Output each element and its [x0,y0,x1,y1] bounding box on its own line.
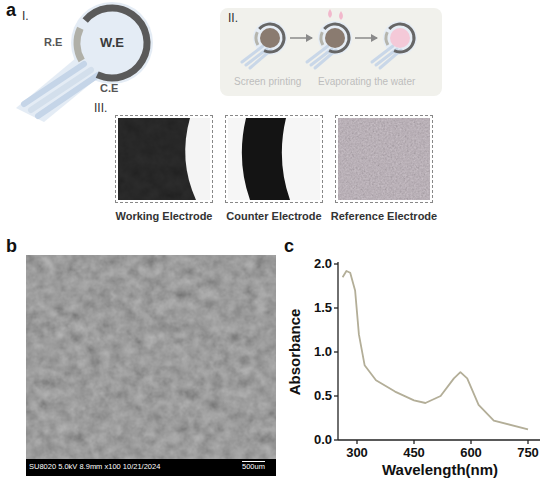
axis-title: Absorbance [286,309,303,396]
electrode-label: C.E [100,82,118,95]
absorbance-chart [334,262,540,444]
tick-label: 2.0 [314,257,332,272]
node-text: II. [228,12,238,26]
electrode-illustration [16,2,153,122]
node-text: Working Electrode [116,210,213,223]
micrographs [118,118,430,200]
node-text: Counter Electrode [226,210,321,223]
node-text: W.E [100,36,124,51]
panel-letter: a [6,0,16,21]
tick-label: 450 [403,446,425,461]
node-text: SU8020 5.0kV 8.9mm x100 10/21/2024 [29,463,160,472]
electrode-label: R.E [44,36,62,49]
node-text: Evaporating the water [318,76,415,88]
panel-letter: b [6,236,17,257]
tick-label: 0.5 [314,389,332,404]
tick-label: 600 [460,446,482,461]
node-text: 500um [242,461,265,472]
tick-label: 300 [346,446,368,461]
panel-letter: c [284,236,294,257]
node-text: Screen printing [234,76,301,88]
tick-label: 1.0 [314,345,332,360]
tick-label: 750 [517,446,539,461]
sem-image [26,255,276,459]
sub-panel-number: III. [94,102,107,116]
tick-label: 0.0 [314,433,332,448]
node-text: Reference Electrode [331,210,437,223]
tick-label: 1.5 [314,301,332,316]
sub-panel-number: I. [22,10,29,24]
axis-title: Wavelength(nm) [382,461,498,478]
process-illustration [242,9,417,68]
sem-info-bar: SU8020 5.0kV 8.9mm x100 10/21/2024 500um [26,459,276,476]
